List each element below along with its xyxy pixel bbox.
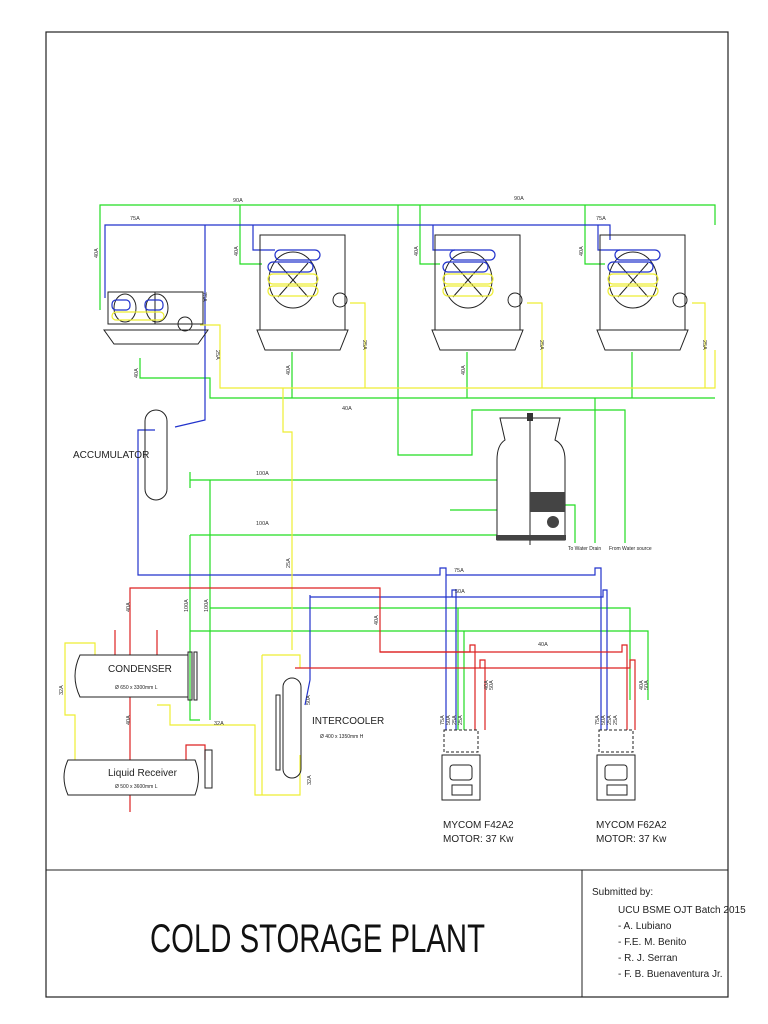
evaporator-unit-3 — [431, 234, 524, 351]
compressor-pipe-label: 40A — [484, 680, 490, 690]
pipe-label: 40A — [374, 615, 380, 625]
pipe-label: 100A — [256, 471, 269, 477]
pipe-label: 100A — [256, 521, 269, 527]
pipe-label: 50A — [306, 695, 312, 705]
accumulator-label: ACCUMULATOR — [73, 450, 149, 461]
pipe-label: 100A — [184, 599, 190, 612]
member-3: - R. J. Serran — [618, 953, 677, 964]
pipe-label: 25A — [286, 558, 292, 568]
water-drain-label: To Water Drain — [568, 546, 601, 552]
compressor-pipe-label: 25A — [458, 715, 464, 725]
compressor-pipe-label: 25A — [452, 715, 458, 725]
discharge-lines — [114, 587, 636, 812]
pipe-label: 25A — [361, 340, 367, 350]
pipe-label: 40A — [579, 246, 585, 256]
pipe-label: 75A — [454, 568, 464, 574]
evaporator-unit-2 — [256, 234, 349, 351]
pipe-label: 75A — [130, 216, 140, 222]
pipe-label: 40A — [342, 406, 352, 412]
compressor-pipe-label: 75A — [440, 715, 446, 725]
expansion-valve-icon — [507, 292, 523, 308]
expansion-valve-icon — [332, 292, 348, 308]
compressor-2 — [596, 729, 636, 801]
expansion-valve-icon — [177, 316, 193, 332]
pipe-size-labels: 90A 90A 75A 75A 40A 75A 40A 40A 40A 25A … — [59, 196, 707, 785]
compressor-1-motor: MOTOR: 37 Kw — [443, 834, 514, 845]
member-1: - A. Lubiano — [618, 921, 672, 932]
condenser-label: CONDENSER — [108, 664, 172, 675]
pipe-label: 40A — [126, 715, 132, 725]
compressor-pipe-label: 50A — [489, 680, 495, 690]
pipe-label: 40A — [538, 642, 548, 648]
receiver-size: Ø 500 x 3600mm L — [115, 784, 158, 790]
pipe-label: 25A — [214, 350, 220, 360]
pipe-label: 32A — [307, 775, 313, 785]
pipe-label: 75A — [201, 292, 207, 302]
fan-icon — [443, 251, 493, 309]
accumulator-vessel — [144, 409, 168, 501]
compressor-1-model: MYCOM F42A2 — [443, 820, 514, 831]
pipe-label: 40A — [461, 365, 467, 375]
pipe-label: 40A — [94, 248, 100, 258]
drawing-title: COLD STORAGE PLANT — [150, 917, 485, 961]
compressor-pipe-label: 50A — [601, 715, 607, 725]
liquid-receiver-vessel — [63, 749, 213, 796]
pipe-label: 40A — [134, 368, 140, 378]
evaporator-unit-small — [103, 291, 209, 345]
member-2: - F.E. M. Benito — [618, 937, 687, 948]
liquid-lines — [64, 302, 716, 796]
cooling-tower — [496, 413, 566, 545]
pipe-label: 50A — [455, 589, 465, 595]
compressor-pipe-label: 25A — [613, 715, 619, 725]
fan-icon — [268, 251, 318, 309]
water-source-label: From Water source — [609, 546, 652, 552]
compressor-2-model: MYCOM F62A2 — [596, 820, 667, 831]
submitted-heading: Submitted by: — [592, 887, 653, 898]
compressor-1 — [441, 729, 481, 801]
expansion-valve-icon — [672, 292, 688, 308]
pipe-label: 40A — [234, 246, 240, 256]
intercooler-vessel — [275, 677, 302, 779]
compressor-2-motor: MOTOR: 37 Kw — [596, 834, 667, 845]
pipe-label: 40A — [286, 365, 292, 375]
intercooler-label: INTERCOOLER — [312, 716, 384, 727]
fan-icon — [608, 251, 658, 309]
pipe-label: 25A — [701, 340, 707, 350]
compressor-pipe-label: 40A — [639, 680, 645, 690]
pipe-label: 25A — [538, 340, 544, 350]
receiver-label: Liquid Receiver — [108, 768, 178, 779]
pipe-label: 75A — [596, 216, 606, 222]
evaporator-unit-4 — [596, 234, 689, 351]
pipe-label: 90A — [233, 198, 243, 204]
compressor-pipe-label: 50A — [644, 680, 650, 690]
suction-lines — [104, 224, 620, 730]
pipe-label: 90A — [514, 196, 524, 202]
intercooler-size: Ø 400 x 1350mm H — [320, 734, 364, 740]
pipe-label: 32A — [59, 685, 65, 695]
condenser-size: Ø 650 x 3300mm L — [115, 685, 158, 691]
member-4: - F. B. Buenaventura Jr. — [618, 969, 723, 980]
pipe-label: 32A — [214, 721, 224, 727]
pipe-label: 40A — [126, 602, 132, 612]
compressor-pipe-label: 25A — [607, 715, 613, 725]
pipe-label: 100A — [204, 599, 210, 612]
pipe-label: 40A — [414, 246, 420, 256]
drawing-frame — [45, 31, 729, 998]
compressor-pipe-label: 50A — [446, 715, 452, 725]
condenser-vessel — [74, 651, 198, 701]
compressor-pipe-label: 75A — [595, 715, 601, 725]
submitted-group: UCU BSME OJT Batch 2015 — [618, 905, 746, 916]
